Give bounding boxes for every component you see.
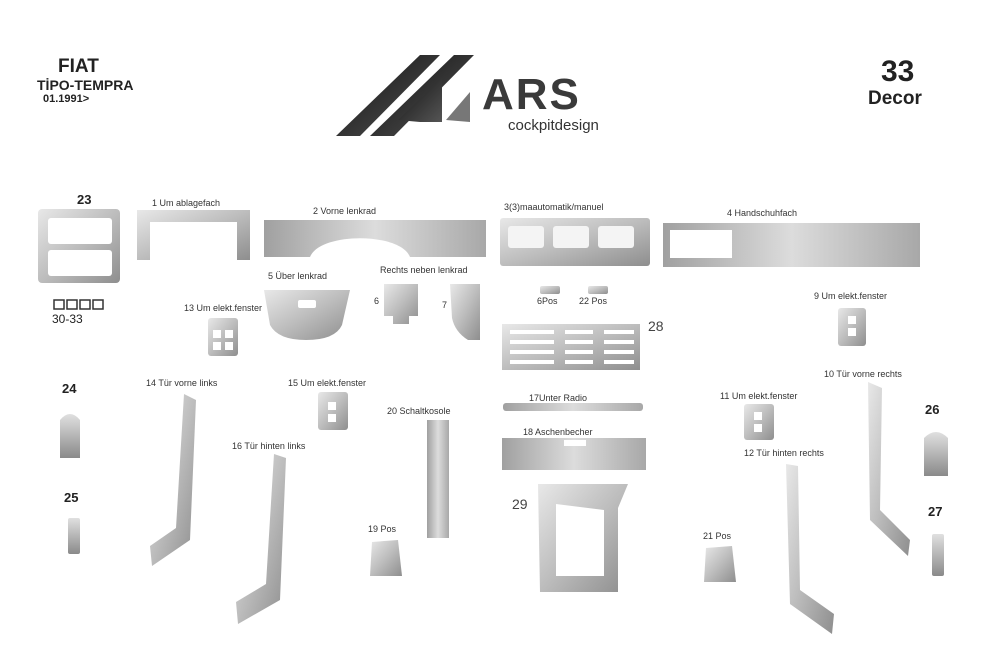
label-13: 13 Um elekt.fenster bbox=[184, 303, 263, 313]
mars-logo-mark bbox=[336, 55, 474, 136]
part-9 bbox=[838, 308, 866, 346]
label-28: 28 bbox=[648, 318, 664, 334]
part-5-panel bbox=[264, 290, 350, 340]
label-21: 21 Pos bbox=[703, 531, 732, 541]
part-15 bbox=[318, 392, 348, 430]
part-2-panel bbox=[264, 220, 486, 257]
label-30-33: 30-33 bbox=[52, 312, 83, 326]
part-20 bbox=[427, 420, 449, 538]
part-7 bbox=[450, 284, 480, 340]
part-19 bbox=[370, 540, 402, 576]
label-2: 2 Vorne lenkrad bbox=[313, 206, 377, 216]
part-6 bbox=[384, 284, 418, 324]
label-6pos: 6Pos bbox=[537, 296, 558, 306]
label-1: 1 Um ablagefach bbox=[152, 198, 221, 208]
label-12: 12 Tür hinten rechts bbox=[744, 448, 824, 458]
car-date: 01.1991> bbox=[43, 93, 90, 105]
label-29: 29 bbox=[512, 496, 528, 512]
label-7: 7 bbox=[442, 300, 448, 310]
logo-brand: ARS bbox=[482, 70, 581, 119]
part-30-33-squares bbox=[53, 299, 104, 310]
part-16-strip bbox=[236, 454, 286, 624]
part-11 bbox=[744, 404, 774, 440]
label-20: 20 Schaltkosole bbox=[387, 406, 451, 416]
part-17 bbox=[503, 403, 643, 411]
label-6: 6 bbox=[374, 296, 380, 306]
label-23: 23 bbox=[77, 192, 92, 207]
set-number: 33 bbox=[881, 55, 915, 88]
label-25: 25 bbox=[64, 490, 79, 505]
part-25 bbox=[68, 518, 80, 554]
part-18 bbox=[502, 438, 646, 470]
set-type: Decor bbox=[868, 88, 922, 109]
label-11: 11 Um elekt.fenster bbox=[720, 391, 798, 401]
label-24: 24 bbox=[62, 381, 77, 396]
label-22: 22 Pos bbox=[579, 296, 608, 306]
part-24 bbox=[60, 414, 80, 458]
part-27 bbox=[932, 534, 944, 576]
part-28-panel bbox=[502, 324, 640, 370]
label-27: 27 bbox=[928, 504, 943, 519]
part-26 bbox=[924, 432, 948, 476]
part-12-strip bbox=[786, 464, 834, 634]
label-10: 10 Tür vorne rechts bbox=[824, 369, 902, 379]
part-13 bbox=[208, 318, 238, 356]
label-17: 17Unter Radio bbox=[529, 393, 588, 403]
label-9: 9 Um elekt.fenster bbox=[814, 291, 888, 301]
label-26: 26 bbox=[925, 402, 940, 417]
car-make: FIAT bbox=[58, 56, 99, 77]
label-14: 14 Tür vorne links bbox=[146, 378, 218, 388]
label-3: 3(3)maautomatik/manuel bbox=[504, 202, 604, 212]
label-19: 19 Pos bbox=[368, 524, 397, 534]
label-18: 18 Aschenbecher bbox=[523, 427, 593, 437]
part-10-strip bbox=[868, 382, 910, 556]
part-1-frame bbox=[137, 210, 250, 260]
logo-tagline: cockpitdesign bbox=[508, 117, 599, 134]
part-23-frame bbox=[38, 209, 120, 283]
part-29-frame bbox=[538, 484, 628, 592]
part-3-panel bbox=[500, 218, 650, 294]
label-rechts: Rechts neben lenkrad bbox=[380, 265, 468, 275]
car-model: TİPO-TEMPRA bbox=[37, 77, 134, 93]
label-15: 15 Um elekt.fenster bbox=[288, 378, 367, 388]
label-4: 4 Handschuhfach bbox=[727, 208, 798, 218]
label-5: 5 Über lenkrad bbox=[268, 271, 328, 281]
part-4-panel bbox=[663, 223, 920, 267]
label-16: 16 Tür hinten links bbox=[232, 441, 306, 451]
part-14-strip bbox=[150, 394, 196, 566]
part-21 bbox=[704, 546, 736, 582]
